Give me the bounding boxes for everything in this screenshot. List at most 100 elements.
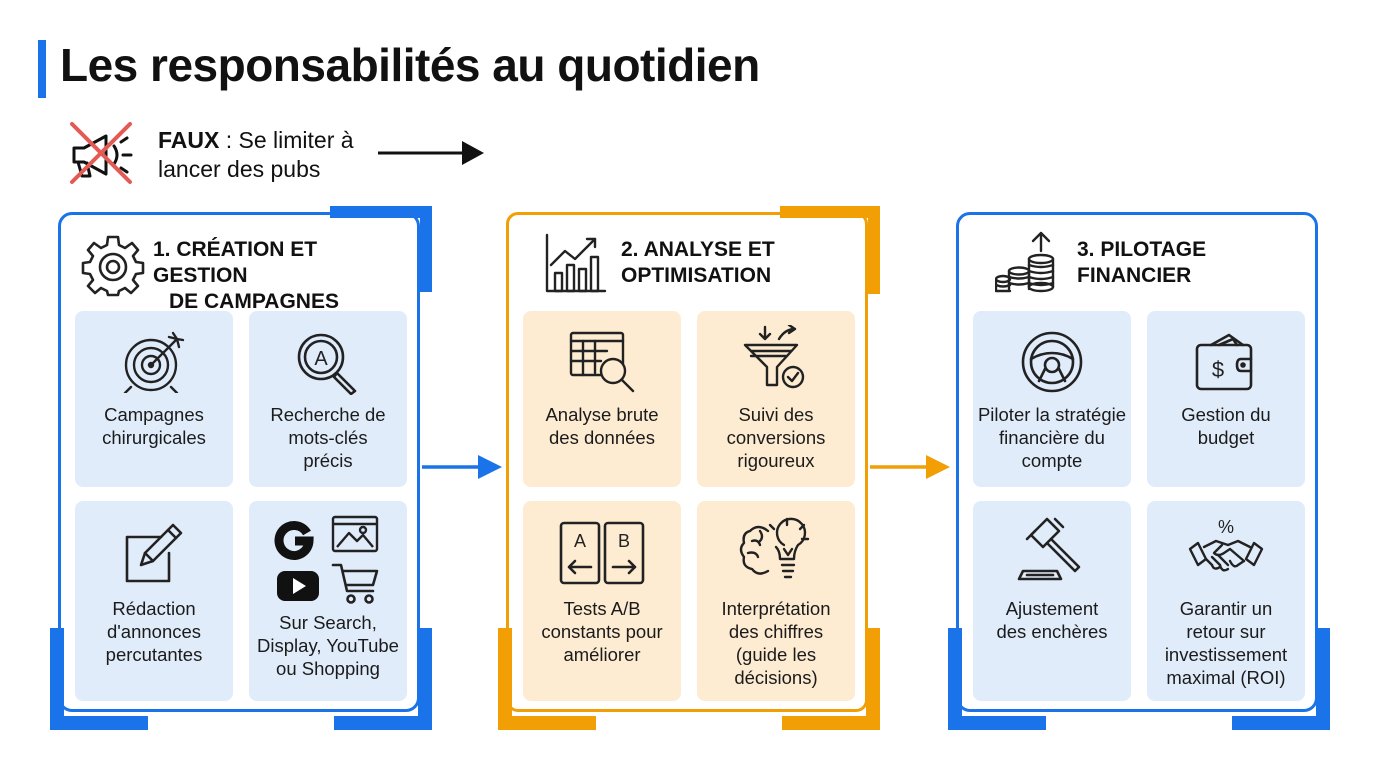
line: améliorer [563, 644, 641, 665]
panel-title-line2: OPTIMISATION [621, 264, 772, 287]
line: Recherche de [270, 404, 386, 425]
magnifier-a-icon: A [297, 333, 357, 395]
corner-accent [948, 716, 1046, 730]
flow-arrow-blue [422, 455, 502, 479]
card-plateformes: Sur Search, Display, YouTube ou Shopping [249, 501, 407, 701]
card-campagnes-chirurgicales: Campagnes chirurgicales [75, 311, 233, 487]
card-label: Campagnes chirurgicales [79, 403, 229, 449]
corner-accent [334, 716, 432, 730]
line: budget [1197, 427, 1255, 448]
crossed-megaphone-icon [70, 122, 133, 184]
flow-arrow-orange [870, 455, 950, 479]
line: Campagnes [104, 404, 204, 425]
corner-accent [948, 628, 962, 730]
line: ou Shopping [276, 658, 380, 679]
panel-title-line1: 2. ANALYSE ET [621, 238, 775, 261]
handshake-percent-icon: % [1188, 517, 1264, 572]
line: rigoureux [737, 450, 815, 471]
line: décisions) [734, 667, 818, 688]
card-tests-ab: A B Tests A/B constants pour améliorer [523, 501, 681, 701]
panel-title: 2. ANALYSE ET OPTIMISATION [621, 237, 775, 289]
title-accent-bar [38, 40, 46, 98]
line: d'annonces [106, 621, 202, 642]
corner-accent [780, 206, 880, 218]
corner-accent [418, 628, 432, 730]
svg-text:B: B [618, 531, 630, 551]
page-title: Les responsabilités au quotidien [60, 39, 760, 91]
image-icon [331, 515, 379, 553]
line: Garantir un [1179, 598, 1273, 619]
gear-icon [81, 235, 145, 297]
line: compte [1021, 450, 1083, 471]
corner-accent [1316, 628, 1330, 730]
line: Piloter la stratégie [977, 404, 1127, 425]
card-label: Piloter la stratégie financière du compt… [977, 403, 1127, 472]
card-label: Recherche de mots-clés précis [253, 403, 403, 472]
line: des chiffres [728, 621, 824, 642]
data-table-search-icon [569, 331, 635, 393]
corner-accent [498, 716, 596, 730]
coins-arrow-icon [995, 231, 1055, 293]
card-redaction-annonces: Rédaction d'annonces percutantes [75, 501, 233, 701]
card-label: Rédaction d'annonces percutantes [79, 597, 229, 666]
target-icon [123, 331, 185, 393]
svg-text:A: A [314, 348, 328, 370]
card-label: Analyse brute des données [527, 403, 677, 449]
line: percutantes [105, 644, 203, 665]
line: maximal (ROI) [1166, 667, 1286, 688]
card-garantir-roi: % Garantir un retour sur investissement … [1147, 501, 1305, 701]
corner-accent [50, 628, 64, 730]
panel-title-line2: FINANCIER [1077, 264, 1192, 287]
corner-accent [782, 716, 880, 730]
bar-chart-trend-icon [545, 233, 607, 293]
line: précis [303, 450, 353, 471]
corner-accent [866, 628, 880, 730]
line: chirurgicales [102, 427, 206, 448]
card-suivi-conversions: Suivi des conversions rigoureux [697, 311, 855, 487]
panel-title-line1: 3. PILOTAGE [1077, 238, 1207, 261]
corner-accent [330, 206, 432, 218]
corner-accent [498, 628, 512, 730]
brain-bulb-icon [739, 517, 810, 579]
panel-title: 3. PILOTAGE FINANCIER [1077, 237, 1206, 289]
card-label: Sur Search, Display, YouTube ou Shopping [253, 611, 403, 680]
youtube-icon [277, 571, 319, 601]
card-strategie-financiere: Piloter la stratégie financière du compt… [973, 311, 1131, 487]
panel-analyse-optimisation: 2. ANALYSE ET OPTIMISATION Analyse brute… [506, 212, 868, 712]
line: investissement [1164, 644, 1288, 665]
faux-text-1: : Se limiter à [219, 127, 354, 153]
panel-title-line2: DE CAMPAGNES [169, 290, 339, 313]
line: Interprétation [721, 598, 831, 619]
line: Display, YouTube [257, 635, 399, 656]
card-analyse-donnees: Analyse brute des données [523, 311, 681, 487]
gavel-icon [1017, 517, 1081, 581]
line: constants pour [541, 621, 663, 642]
card-gestion-budget: $ Gestion du budget [1147, 311, 1305, 487]
corner-accent [868, 206, 880, 294]
corner-accent [1232, 716, 1330, 730]
edit-pencil-icon [125, 523, 183, 583]
corner-accent [50, 716, 148, 730]
steering-wheel-icon [1021, 331, 1083, 393]
platforms-icons [274, 515, 379, 604]
shopping-cart-icon [331, 563, 379, 604]
line: Gestion du [1181, 404, 1271, 425]
line: Ajustement [1005, 598, 1099, 619]
faux-text-2: lancer des pubs [158, 156, 321, 182]
line: mots-clés [288, 427, 368, 448]
faux-statement: FAUX : Se limiter à lancer des pubs [158, 126, 354, 184]
svg-text:%: % [1218, 517, 1234, 537]
svg-text:$: $ [1212, 357, 1224, 382]
line: des enchères [996, 621, 1108, 642]
card-label: Ajustement des enchères [977, 597, 1127, 643]
panel-title-line1: 1. CRÉATION ET GESTION [153, 238, 318, 287]
faux-label: FAUX [158, 127, 220, 153]
card-ajustement-encheres: Ajustement des enchères [973, 501, 1131, 701]
line: Rédaction [112, 598, 196, 619]
line: Tests A/B [563, 598, 641, 619]
wallet-dollar-icon: $ [1195, 333, 1253, 391]
panel-title: 1. CRÉATION ET GESTION DE CAMPAGNES [153, 237, 417, 315]
ab-test-icon: A B [559, 521, 645, 585]
card-label: Gestion du budget [1151, 403, 1301, 449]
line: financière du [999, 427, 1105, 448]
